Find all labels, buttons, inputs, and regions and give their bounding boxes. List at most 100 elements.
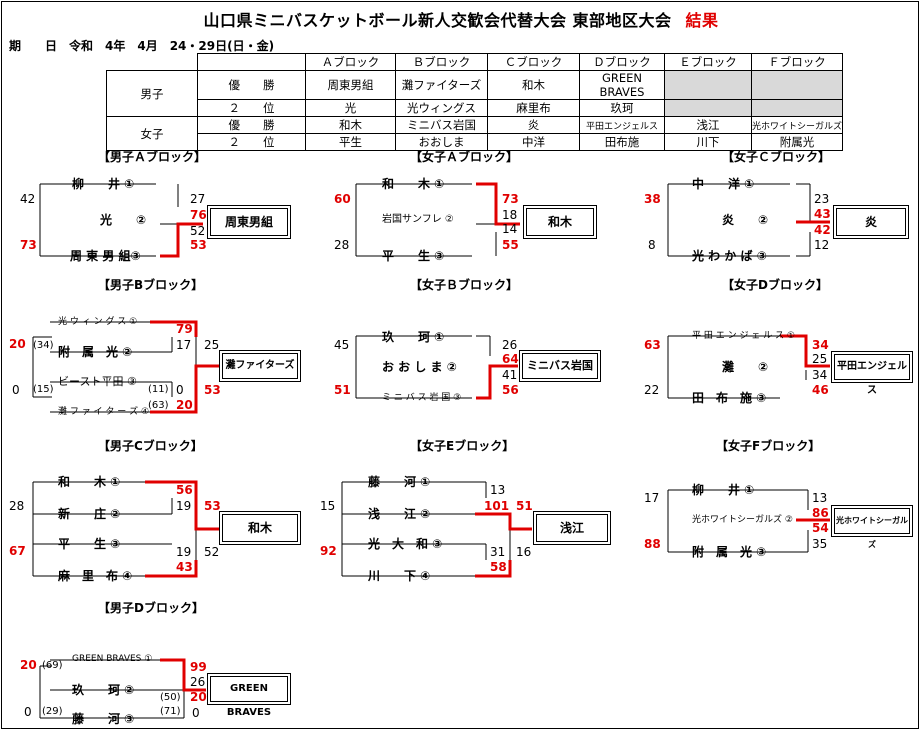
team-name: 玖 珂 ② bbox=[72, 683, 135, 697]
score: 52 bbox=[204, 545, 220, 559]
score: 0 bbox=[176, 383, 184, 397]
score: 19 bbox=[176, 545, 192, 559]
team-name: 柳 井 ① bbox=[692, 483, 755, 497]
block-label-boys-d: 【男子Dブロック】 bbox=[98, 601, 204, 615]
team-name: 光 ② bbox=[100, 213, 147, 227]
girls-label: 女子 bbox=[106, 116, 198, 151]
team-name: ビースト平田 ③ bbox=[58, 375, 137, 388]
table-cell: GREEN BRAVES bbox=[579, 70, 665, 100]
table-cell: おおしま bbox=[395, 133, 488, 151]
score: 26 bbox=[190, 675, 206, 689]
team-name: 平 生 ③ bbox=[58, 537, 121, 551]
team-name: GREEN BRAVES ① bbox=[72, 654, 153, 664]
table-cell: 浅江 bbox=[664, 116, 752, 134]
score: 16 bbox=[516, 545, 532, 559]
score: 35 bbox=[812, 537, 828, 551]
block-label-girls-d: 【女子Dブロック】 bbox=[722, 278, 828, 292]
block-winner: 平田エンジェルス bbox=[831, 351, 913, 396]
score: 53 bbox=[190, 238, 207, 252]
table-header: Ｂブロック bbox=[395, 53, 488, 71]
rank-first: 優 勝 bbox=[197, 70, 306, 100]
team-name: 藤 河 ① bbox=[368, 475, 431, 489]
score: 53 bbox=[204, 499, 221, 513]
score: 101 bbox=[484, 499, 510, 513]
sub-score: (63) bbox=[148, 400, 169, 411]
score: 43 bbox=[814, 207, 831, 221]
sub-score: (71) bbox=[160, 706, 181, 717]
team-name: 灘 ② bbox=[722, 360, 769, 374]
result-word: 結果 bbox=[685, 11, 719, 30]
team-name: 浅 江 ② bbox=[368, 507, 431, 521]
score: 19 bbox=[176, 499, 192, 513]
block-label-boys-b: 【男子Bブロック】 bbox=[98, 278, 204, 292]
score: 58 bbox=[490, 560, 507, 574]
table-row: ２ 位 光 光ウィングス 麻里布 玖珂 bbox=[107, 99, 843, 117]
score: 67 bbox=[9, 544, 26, 558]
score: 56 bbox=[502, 383, 519, 397]
score: 26 bbox=[502, 338, 518, 352]
block-label-girls-e: 【女子Eブロック】 bbox=[410, 439, 515, 453]
sub-score: (34) bbox=[33, 340, 54, 351]
table-row: ２ 位 平生 おおしま 中洋 田布施 川下 附属光 bbox=[107, 133, 843, 151]
table-cell: 附属光 bbox=[751, 133, 843, 151]
team-name: 周 東 男 組③ bbox=[70, 249, 141, 263]
table-header: Ａブロック bbox=[305, 53, 396, 71]
score: 43 bbox=[176, 560, 193, 574]
table-cell: 麻里布 bbox=[487, 99, 580, 117]
block-winner: 光ホワイトシーガルズ bbox=[831, 505, 913, 549]
score: 73 bbox=[20, 238, 37, 252]
team-name: 附 属 光 ③ bbox=[692, 545, 767, 559]
score: 22 bbox=[644, 383, 660, 397]
score: 55 bbox=[502, 238, 519, 252]
team-name: 麻 里 布 ④ bbox=[58, 569, 133, 583]
score: 63 bbox=[644, 338, 661, 352]
team-name: お お し ま ② bbox=[382, 360, 457, 374]
block-winner: 周東男組 bbox=[207, 205, 291, 239]
score: 12 bbox=[814, 238, 830, 252]
table-header-row: Ａブロック Ｂブロック Ｃブロック Ｄブロック Ｅブロック Ｆブロック bbox=[106, 53, 843, 71]
rank-second: ２ 位 bbox=[197, 99, 306, 117]
score: 38 bbox=[644, 192, 661, 206]
table-row: 男子 優 勝 周東男組 灘ファイターズ 和木 GREEN BRAVES bbox=[106, 70, 843, 117]
score: 18 bbox=[502, 208, 518, 222]
score: 17 bbox=[644, 491, 660, 505]
team-name: 柳 井 ① bbox=[72, 177, 135, 191]
table-cell: 和木 bbox=[487, 70, 580, 100]
score: 54 bbox=[812, 521, 829, 535]
score: 79 bbox=[176, 322, 193, 336]
score: 46 bbox=[812, 383, 829, 397]
team-name: 炎 ② bbox=[722, 213, 769, 227]
score: 86 bbox=[812, 506, 829, 520]
score: 20 bbox=[176, 398, 193, 412]
score: 14 bbox=[502, 222, 518, 236]
block-label-girls-a: 【女子Ａブロック】 bbox=[410, 150, 519, 164]
score: 34 bbox=[812, 338, 829, 352]
team-name: 岩国サンフレ ② bbox=[382, 214, 454, 225]
score: 42 bbox=[814, 223, 831, 237]
score: 34 bbox=[812, 368, 828, 382]
block-winner: 灘ファイターズ bbox=[219, 350, 301, 382]
block-label-girls-f: 【女子Fブロック】 bbox=[716, 439, 821, 453]
score: 23 bbox=[814, 192, 830, 206]
block-label-girls-c: 【女子Ｃブロック】 bbox=[722, 150, 831, 164]
score: 45 bbox=[334, 338, 350, 352]
score: 51 bbox=[516, 499, 533, 513]
table-cell-empty bbox=[751, 70, 843, 100]
score: 92 bbox=[320, 544, 337, 558]
block-winner: GREEN BRAVES bbox=[207, 673, 291, 718]
score: 20 bbox=[9, 337, 26, 351]
block-label-boys-a: 【男子Ａブロック】 bbox=[98, 150, 207, 164]
team-name: 和 木 ① bbox=[58, 475, 121, 489]
score: 17 bbox=[176, 338, 192, 352]
table-cell-empty bbox=[664, 99, 752, 117]
score: 60 bbox=[334, 192, 351, 206]
team-name: 玖 珂 ① bbox=[382, 330, 445, 344]
score: 64 bbox=[502, 352, 519, 366]
table-cell: 中洋 bbox=[487, 133, 580, 151]
team-name: 灘 フ ァ イ タ ー ズ ④ bbox=[58, 407, 150, 417]
block-label-girls-b: 【女子Ｂブロック】 bbox=[410, 278, 519, 292]
team-name: 新 庄 ② bbox=[58, 507, 121, 521]
sub-score: (15) bbox=[33, 384, 54, 395]
